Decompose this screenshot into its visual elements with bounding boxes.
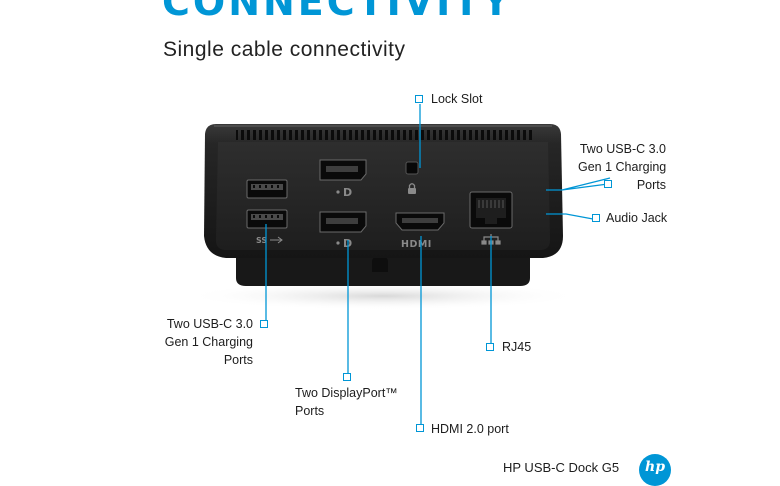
headline: CONNECTIVITY (162, 0, 513, 24)
lock-slot-label: Lock Slot (431, 92, 483, 106)
audio-jack-marker (592, 214, 600, 222)
lock-slot (405, 161, 419, 175)
displayport-line-2: Ports (295, 404, 325, 418)
usb-port-upper (246, 179, 288, 199)
lock-slot-marker (415, 95, 423, 103)
hdmi-port-label: HDMI (401, 239, 432, 250)
displayport-upper (319, 159, 367, 181)
hp-logo: hp (639, 454, 671, 486)
usb-c-front-label: Two USB-C 3.0 Gen 1 Charging Ports (160, 315, 253, 369)
usb-c-side-line-2: Gen 1 Charging (578, 160, 667, 174)
top-vent (236, 130, 534, 140)
hdmi-port (395, 212, 445, 231)
hdmi-label: HDMI 2.0 port (431, 422, 509, 436)
usb-c-side-line-1: Two USB-C 3.0 (579, 142, 666, 156)
dock-illustration: SS D D HDMI (183, 104, 611, 424)
subtitle: Single cable connectivity (163, 38, 406, 61)
dock-front-face (216, 142, 550, 250)
rj45-marker (486, 343, 494, 351)
usb-c-side-label: Two USB-C 3.0 Gen 1 Charging Ports (578, 140, 666, 194)
displayport-label-upper: D (343, 186, 352, 199)
lock-icon (408, 183, 416, 194)
usb-c-front-line-3: Ports (223, 353, 253, 367)
usb-c-side-marker (604, 180, 612, 188)
usb-c-front-marker (260, 320, 268, 328)
rj45-label: RJ45 (502, 340, 532, 354)
displayport-marker (343, 373, 351, 381)
floor-shadow (183, 282, 583, 310)
usb-port-label: SS (256, 236, 267, 245)
usb-c-side-line-3: Ports (636, 178, 666, 192)
usb-c-front-line-1: Two USB-C 3.0 (166, 317, 253, 331)
product-name: HP USB-C Dock G5 (503, 460, 620, 475)
callout-lines (265, 104, 611, 424)
hdmi-marker (416, 424, 424, 432)
audio-jack-label: Audio Jack (606, 211, 668, 225)
usb-port-lower (246, 209, 288, 229)
displayport-line-1: Two DisplayPort™ (295, 386, 398, 400)
rj45-port (469, 191, 513, 229)
displayport-label: Two DisplayPort™ Ports (295, 384, 398, 420)
displayport-lower (319, 211, 367, 233)
usb-c-front-line-2: Gen 1 Charging (164, 335, 253, 349)
